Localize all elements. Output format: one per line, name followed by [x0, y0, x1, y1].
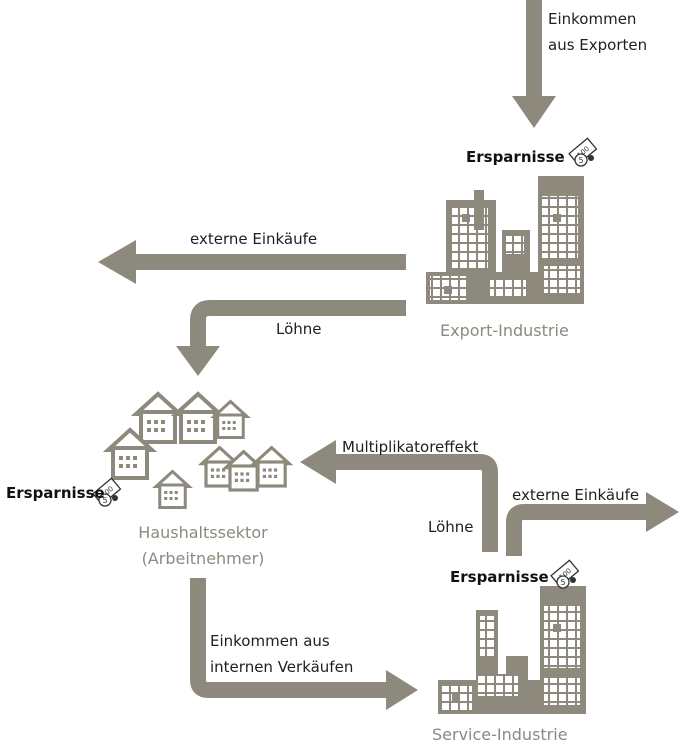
savings-export-label: Ersparnisse: [466, 148, 565, 166]
service-industry-caption: Service-Industrie: [432, 725, 568, 744]
external-purchases-export-label: externe Einkäufe: [190, 230, 318, 248]
arrow-wages-export: [176, 300, 406, 376]
arrow-income-exports: [512, 0, 556, 128]
savings-household-label: Ersparnisse: [6, 484, 105, 502]
income-exports-label-line1: Einkommen: [548, 10, 637, 28]
export-industry-factory-icon: [426, 176, 584, 304]
income-internal-label-line2: internen Verkäufen: [210, 658, 354, 676]
wages-export-label: Löhne: [276, 320, 322, 338]
savings-service-money-icon: [550, 559, 580, 589]
external-purchases-service-label: externe Einkäufe: [512, 486, 640, 504]
savings-service-label: Ersparnisse: [450, 568, 549, 586]
household-sector-caption-line2: (Arbeitnehmer): [141, 549, 265, 568]
arrow-external-purchases-export: [98, 240, 406, 284]
arrow-multiplier-effect: [300, 440, 498, 552]
wages-service-label: Löhne: [428, 518, 474, 536]
export-industry-caption: Export-Industrie: [440, 321, 569, 340]
income-exports-label-line2: aus Exporten: [548, 36, 648, 54]
arrow-income-internal: [190, 578, 418, 710]
household-houses-icon: [106, 392, 291, 509]
multiplier-effect-label: Multiplikatoreffekt: [342, 438, 479, 456]
income-internal-label-line1: Einkommen aus: [210, 632, 330, 650]
service-industry-factory-icon: [438, 586, 586, 714]
arrow-external-purchases-service: [506, 492, 679, 556]
household-sector-caption-line1: Haushaltssektor: [138, 523, 268, 542]
savings-export-money-icon: [568, 137, 598, 167]
